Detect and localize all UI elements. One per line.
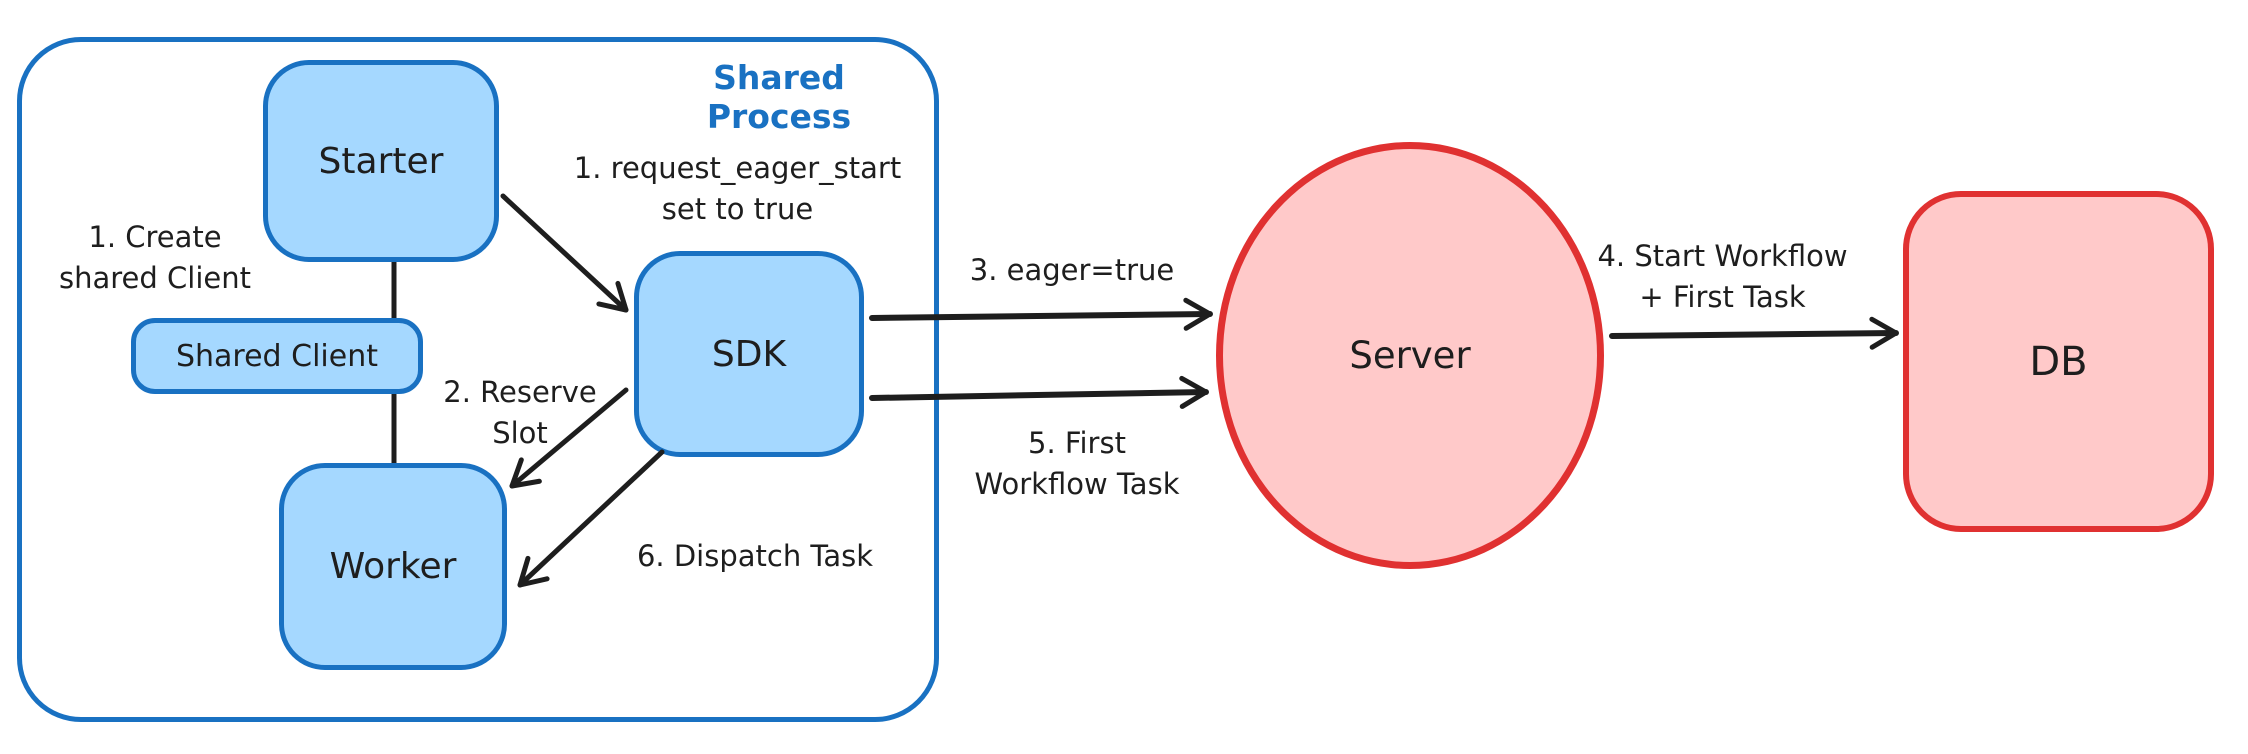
annotation-reserve-slot: 2. Reserve Slot [425, 372, 615, 454]
annotation-line: Slot [492, 416, 548, 450]
sdk-label: SDK [711, 333, 787, 375]
annotation-line: shared Client [59, 261, 251, 295]
annotation-line: 3. eager=true [969, 253, 1175, 287]
starter-node: Starter [263, 60, 499, 262]
worker-label: Worker [329, 546, 457, 587]
starter-label: Starter [318, 140, 444, 182]
sdk-node: SDK [634, 251, 864, 457]
annotation-line: Workflow Task [974, 467, 1180, 501]
annotation-line: 6. Dispatch Task [636, 539, 874, 573]
server-label: Server [1349, 334, 1471, 377]
annotation-line: 1. request_eager_start [573, 151, 902, 185]
annotation-line: set to true [661, 192, 814, 226]
annotation-create-shared-client: 1. Create shared Client [30, 217, 280, 299]
annotation-line: 4. Start Workflow [1597, 239, 1848, 273]
db-node: DB [1903, 191, 2214, 532]
annotation-line: 5. First [1028, 426, 1126, 460]
annotation-first-workflow-task: 5. First Workflow Task [927, 423, 1227, 505]
shared-process-label: Shared Process [706, 58, 852, 136]
shared-client-label: Shared Client [175, 338, 378, 374]
annotation-request-eager-start: 1. request_eager_start set to true [535, 148, 940, 230]
shared-client-node: Shared Client [131, 318, 423, 394]
annotation-start-workflow: 4. Start Workflow + First Task [1575, 236, 1870, 318]
shared-process-container [17, 37, 939, 722]
annotation-line: + First Task [1639, 280, 1806, 314]
annotation-line: 1. Create [88, 220, 222, 254]
worker-node: Worker [279, 463, 507, 670]
db-label: DB [2029, 338, 2088, 385]
annotation-eager-true: 3. eager=true [922, 250, 1222, 291]
arrow-start-workflow [1609, 316, 1899, 350]
annotation-dispatch-task: 6. Dispatch Task [600, 536, 910, 577]
annotation-line: 2. Reserve [443, 375, 597, 409]
server-node: Server [1216, 142, 1604, 569]
